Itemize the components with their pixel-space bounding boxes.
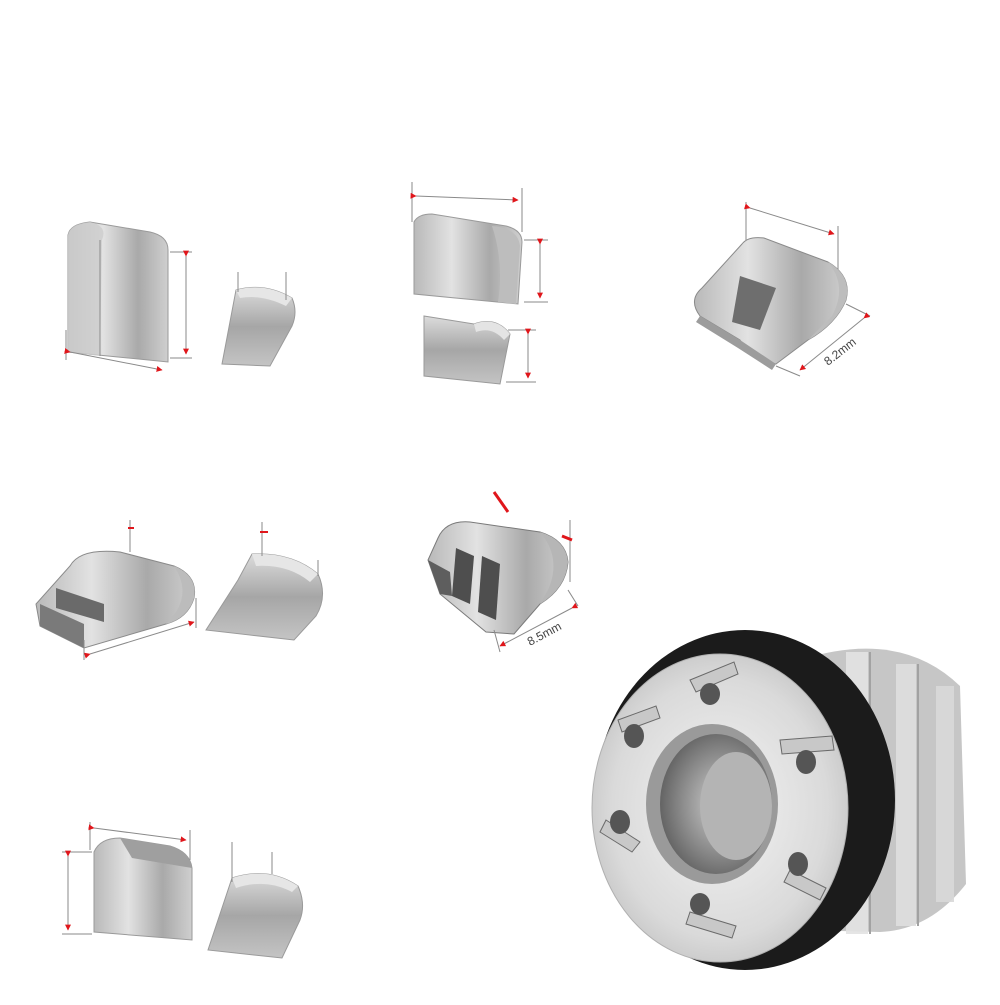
- pawl-block-1: [67, 221, 169, 363]
- hub-pawl: [617, 705, 661, 748]
- spring-clip-4: [205, 522, 323, 641]
- pawl-block-2: [413, 213, 523, 305]
- hub-pawl: [783, 852, 827, 901]
- freehub-pawls: [599, 661, 835, 939]
- dimension-marks-5: [492, 491, 573, 582]
- hub-pawl: [599, 810, 641, 853]
- dimension-height-4: [128, 520, 134, 552]
- dimension-width-1: [64, 330, 163, 372]
- freehub-pawl-face: [591, 653, 849, 963]
- pawl-block-6: [93, 837, 193, 941]
- spring-clip-2: [423, 315, 511, 385]
- pawl-set-1: [64, 221, 296, 372]
- dimension-label-8-2mm: 8.2mm: [821, 335, 859, 369]
- dimension-height-1: [170, 250, 192, 359]
- dimension-width-4: [83, 598, 197, 660]
- pawl-set-6: [62, 822, 304, 959]
- dimension-width-6: [88, 822, 191, 860]
- spring-clip-6: [207, 842, 304, 959]
- freehub-body: [591, 630, 966, 970]
- dimension-height-6: [62, 850, 92, 935]
- dimension-label-8-5mm: 8.5mm: [525, 619, 564, 649]
- dimension-height-3: [506, 328, 536, 383]
- pawl-block-4: [35, 550, 196, 649]
- spring-clip-1: [221, 272, 296, 367]
- hub-pawl: [685, 893, 737, 939]
- dimension-width-2: [410, 182, 523, 232]
- dimension-height-2: [524, 238, 548, 303]
- pawl-set-3: 8.2mm: [694, 202, 871, 377]
- pawl-set-4: [35, 520, 323, 660]
- pawl-set-2: [410, 182, 548, 385]
- hub-pawl: [779, 735, 835, 774]
- pawl-block-5: [427, 521, 569, 635]
- hub-pawl: [689, 661, 739, 705]
- pawl-set-5: 8.5mm: [427, 491, 579, 653]
